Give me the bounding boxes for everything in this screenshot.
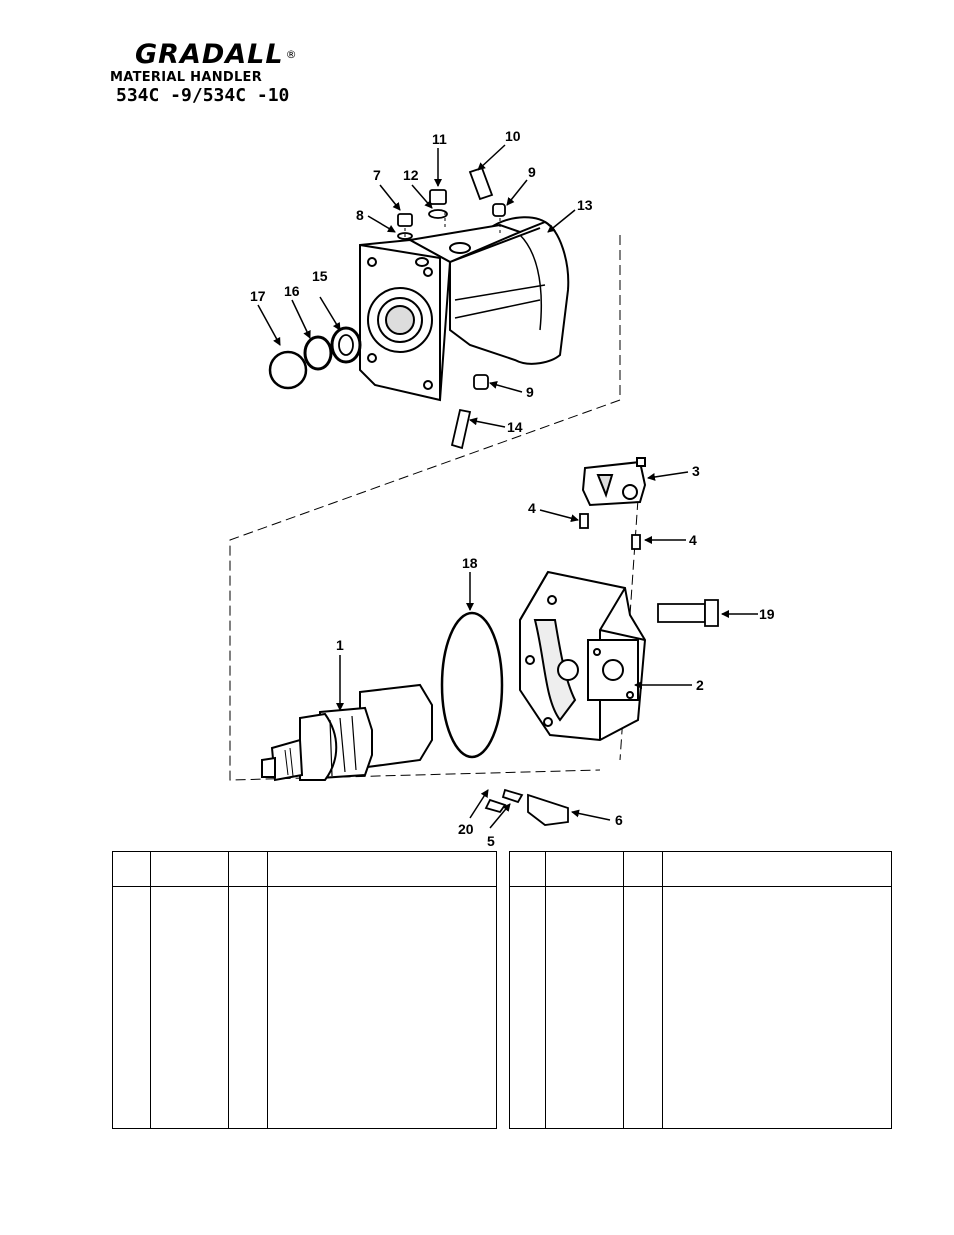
brand-logo: GRADALL® xyxy=(135,40,310,70)
leader-14 xyxy=(469,417,506,428)
col-part-number-header xyxy=(150,851,229,887)
callout-15: 15 xyxy=(312,268,328,284)
callout-2: 2 xyxy=(696,677,704,693)
callout-7: 7 xyxy=(373,167,381,183)
col-qty-header xyxy=(623,851,663,887)
callout-17: 17 xyxy=(250,288,266,304)
seal-15 xyxy=(330,326,362,364)
table-cell xyxy=(545,886,624,1129)
nut-9-top xyxy=(492,203,506,217)
stud-10 xyxy=(468,166,494,201)
callout-11: 11 xyxy=(432,131,447,147)
bolt-19 xyxy=(657,603,706,623)
control-valve-3 xyxy=(581,457,647,507)
document-subtitle: MATERIAL HANDLER xyxy=(110,70,263,85)
motor-housing xyxy=(359,216,570,402)
table-cell xyxy=(267,886,497,1129)
col-description-header xyxy=(662,851,892,887)
callout-14: 14 xyxy=(507,419,523,435)
leader-3 xyxy=(647,471,689,481)
callout-6: 6 xyxy=(615,812,623,828)
upper-small-parts xyxy=(268,166,506,450)
table-header-row xyxy=(112,851,497,887)
table-body-row xyxy=(112,886,497,1129)
brand-name: GRADALL xyxy=(135,39,284,70)
col-item-header xyxy=(509,851,546,887)
registered-mark: ® xyxy=(285,48,298,61)
table-cell xyxy=(623,886,663,1129)
table-cell xyxy=(150,886,229,1129)
small-screws xyxy=(484,513,719,826)
table-cell xyxy=(112,886,151,1129)
leader-8 xyxy=(367,215,396,233)
document-header: GRADALL® MATERIAL HANDLER 534C -9/534C -… xyxy=(110,40,310,107)
leader-9b xyxy=(489,381,523,393)
parts-table-right xyxy=(509,851,892,1129)
leader-4a xyxy=(539,509,579,523)
spring-5 xyxy=(501,788,524,804)
nut-9-bottom xyxy=(473,374,489,390)
table-cell xyxy=(662,886,892,1129)
leader-6 xyxy=(571,809,611,821)
leader-16 xyxy=(291,299,311,339)
callout-4a: 4 xyxy=(528,500,536,516)
o-ring-12 xyxy=(428,209,448,219)
rotary-group-1 xyxy=(261,683,433,782)
snap-ring-17 xyxy=(268,350,308,390)
callout-3: 3 xyxy=(692,463,700,479)
callout-1: 1 xyxy=(336,637,344,653)
table-cell xyxy=(509,886,546,1129)
callout-18: 18 xyxy=(462,555,478,571)
col-item-header xyxy=(112,851,151,887)
callout-13: 13 xyxy=(577,197,593,213)
leader-5 xyxy=(489,803,511,829)
leader-9a xyxy=(506,179,528,206)
plate-6 xyxy=(527,793,569,826)
col-qty-header xyxy=(228,851,268,887)
callout-5: 5 xyxy=(487,833,495,849)
col-part-number-header xyxy=(545,851,624,887)
callout-numbers: 1 2 3 4 4 5 6 7 8 9 9 10 11 12 13 14 15 … xyxy=(250,128,775,849)
leader-15 xyxy=(319,296,341,331)
table-cell xyxy=(228,886,268,1129)
model-number: 534C -9/534C -10 xyxy=(116,85,290,106)
col-description-header xyxy=(267,851,497,887)
callout-10: 10 xyxy=(505,128,521,144)
parts-table-left xyxy=(112,851,497,1129)
plug-7 xyxy=(397,213,413,227)
leader-7 xyxy=(379,184,401,211)
callout-4b: 4 xyxy=(689,532,697,548)
leader-10 xyxy=(477,144,506,171)
callout-8: 8 xyxy=(356,207,364,223)
exploded-parts-diagram: 1 2 3 4 4 5 6 7 8 9 9 10 11 12 13 14 15 … xyxy=(229,128,775,849)
callout-9a: 9 xyxy=(528,164,536,180)
screw-20 xyxy=(484,798,507,814)
callout-leaders xyxy=(257,144,758,829)
o-ring-18 xyxy=(440,611,504,759)
callout-9b: 9 xyxy=(526,384,534,400)
leader-12 xyxy=(411,184,433,209)
port-plate-assembly xyxy=(519,570,647,742)
table-body-row xyxy=(509,886,892,1129)
callout-20: 20 xyxy=(458,821,474,837)
stud-14 xyxy=(450,408,472,450)
leader-17 xyxy=(257,304,281,346)
ring-16 xyxy=(303,335,333,371)
callout-19: 19 xyxy=(759,606,775,622)
leader-13 xyxy=(547,209,576,233)
leader-20 xyxy=(469,789,489,819)
callout-16: 16 xyxy=(284,283,300,299)
callout-12: 12 xyxy=(403,167,419,183)
table-header-row xyxy=(509,851,892,887)
o-ring-8 xyxy=(397,232,413,240)
plug-11 xyxy=(429,189,447,205)
